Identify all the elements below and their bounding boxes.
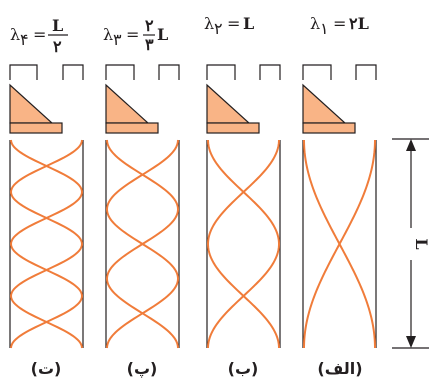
lambda-subscript: ۳: [113, 30, 122, 49]
standing-wave-envelope-b: [207, 139, 281, 349]
lambda-symbol: λ: [204, 14, 214, 33]
lambda-subscript: ۴: [20, 30, 29, 49]
dimension-label: L: [412, 238, 431, 249]
coefficient-l: L: [157, 25, 168, 44]
fipple-wedge: [9, 83, 54, 124]
caption: (ب): [228, 359, 259, 378]
pipe-mouth-right: [355, 64, 377, 80]
fipple-wedge: [105, 83, 150, 124]
pipe-p: λ ۳ = ۲ ۳ L (پ): [103, 16, 180, 379]
pipe-mouth-right: [158, 64, 180, 80]
pipe-mouth-left: [302, 64, 332, 80]
arrowhead-up-icon: [406, 139, 416, 151]
standing-wave-envelope-a: [206, 139, 280, 349]
pipe-mouth-right: [259, 64, 281, 80]
lambda-symbol: λ: [310, 14, 320, 33]
fipple-block: [9, 122, 63, 134]
equals-sign: =: [227, 14, 240, 33]
fipple-block: [206, 122, 260, 134]
fraction-numerator: ۲: [145, 16, 154, 35]
lambda-symbol: λ: [103, 25, 113, 44]
lambda-subscript: ۱: [320, 19, 329, 38]
pipe-b: λ ۲ = L (ب): [204, 14, 281, 378]
lambda-symbol: λ: [10, 25, 20, 44]
wavelength-value: L: [243, 14, 254, 33]
fraction-denominator: ۲: [53, 37, 62, 56]
lambda-subscript: ۲: [214, 19, 223, 38]
standing-wave-envelope-b: [105, 139, 180, 349]
fraction-denominator: ۳: [145, 35, 154, 54]
pipe-t: λ ۴ = L ۲ (ت): [9, 16, 84, 378]
fipple-wedge: [302, 83, 347, 124]
caption: (ت): [31, 359, 62, 378]
pipe-mouth-left: [9, 64, 38, 80]
equals-sign: =: [126, 25, 139, 44]
standing-wave-envelope-b: [303, 139, 376, 349]
pipe-mouth-left: [105, 64, 135, 80]
standing-wave-envelope-a: [9, 139, 84, 349]
equals-sign: =: [33, 25, 46, 44]
equals-sign: =: [333, 14, 346, 33]
fraction-numerator: L: [52, 16, 63, 35]
fipple-block: [105, 122, 159, 134]
wavelength-value: ۲L: [349, 14, 369, 33]
pipe-mouth-right: [62, 64, 84, 80]
fipple-block: [302, 122, 356, 134]
arrowhead-down-icon: [406, 336, 416, 348]
fipple-wedge: [206, 83, 251, 124]
pipe-mouth-left: [206, 64, 236, 80]
standing-wave-envelope-b: [9, 139, 84, 349]
caption: (الف): [317, 359, 362, 378]
length-dimension: L: [392, 138, 431, 349]
caption: (پ): [127, 359, 158, 379]
pipe-alef: λ ۱ = ۲L (الف): [302, 14, 377, 378]
